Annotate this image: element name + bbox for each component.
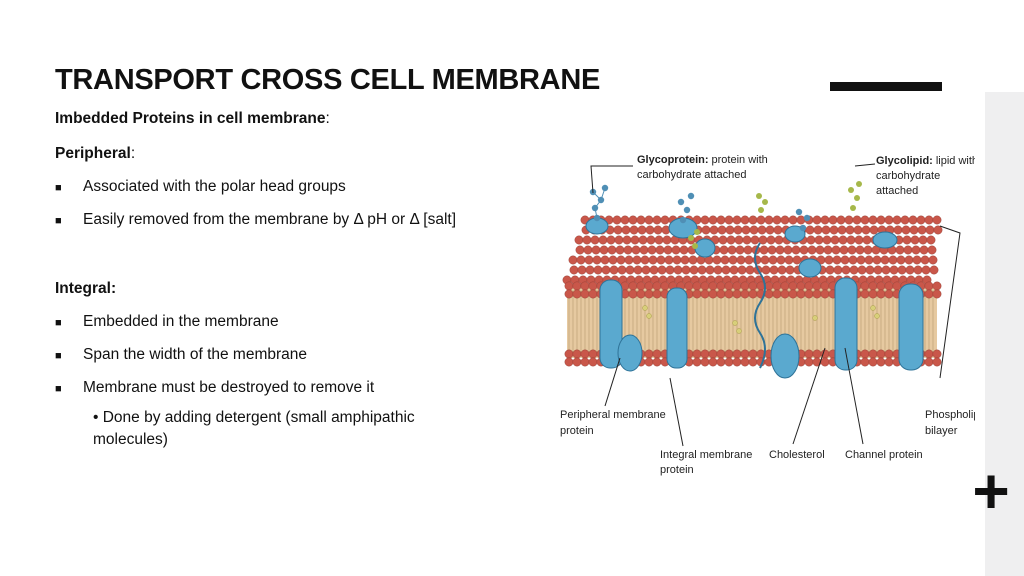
bullet-icon: ■	[55, 350, 62, 362]
peripheral-heading: Peripheral	[55, 145, 131, 162]
glycolipid-label: Glycolipid:lipid with	[876, 155, 975, 167]
bullet-text: Membrane must be destroyed to remove it	[83, 379, 375, 396]
glycoprotein-label: Glycoprotein:protein with	[637, 154, 768, 166]
glycolipid-label-rest: lipid with	[936, 155, 975, 167]
bullet-icon: ■	[55, 317, 62, 329]
intro-colon: :	[325, 110, 330, 127]
cell-membrane-diagram: Glycoprotein:protein with carbohydrate a…	[560, 154, 975, 476]
accent-bar	[830, 82, 942, 91]
phospholipid-bilayer-illustration	[562, 215, 943, 367]
integral-protein-label: Integral membrane	[660, 449, 752, 461]
bullet-text: Embedded in the membrane	[83, 313, 279, 330]
phospholipid-label-2: bilayer	[925, 425, 958, 437]
integral-heading: Integral:	[55, 280, 117, 297]
label-lines	[590, 163, 961, 447]
peripheral-colon: :	[130, 145, 136, 162]
glycoprotein-label-bold: Glycoprotein:	[637, 154, 709, 166]
bullet-text: Span the width of the membrane	[83, 346, 308, 363]
side-panel	[985, 92, 1024, 576]
bullet-text: Associated with the polar head groups	[83, 178, 346, 195]
intro-heading: Imbedded Proteins in cell membrane	[55, 110, 326, 127]
bullet-icon: ■	[55, 383, 62, 395]
bullet-icon: ■	[55, 182, 62, 194]
glycoprotein-label-2: carbohydrate attached	[637, 169, 746, 181]
bullet-icon: ■	[55, 215, 62, 227]
cholesterol-label: Cholesterol	[769, 449, 825, 461]
glycolipid-label-3: attached	[876, 185, 918, 197]
peripheral-protein-label: Peripheral membrane	[560, 409, 666, 421]
slide-title: TRANSPORT CROSS CELL MEMBRANE	[55, 64, 601, 96]
sub-bullet-text: • Done by adding detergent (small amphip…	[93, 409, 415, 448]
integral-protein-label-2: protein	[660, 464, 694, 476]
phospholipid-label: Phospholipid	[925, 409, 975, 421]
intro-line: Imbedded Proteins in cell membrane:	[55, 110, 330, 128]
plus-icon: +	[972, 455, 1010, 527]
bullet-text: Easily removed from the membrane by Δ pH…	[83, 211, 457, 228]
peripheral-line: Peripheral:	[55, 145, 135, 163]
membrane-proteins-illustration	[585, 181, 924, 379]
peripheral-protein-label-2: protein	[560, 425, 594, 437]
glycoprotein-label-rest: protein with	[712, 154, 768, 166]
glycolipid-label-bold: Glycolipid:	[876, 155, 933, 167]
glycolipid-label-2: carbohydrate	[876, 170, 940, 182]
channel-protein-label: Channel protein	[845, 449, 923, 461]
